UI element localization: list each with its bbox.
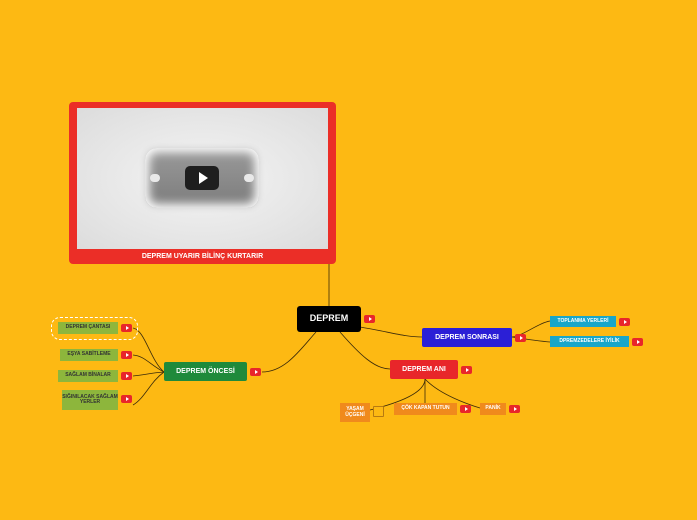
leaf-during-2[interactable]: ÇÖK KAPAN TUTUN: [394, 403, 457, 415]
leaf-after-2[interactable]: DPREMZEDELERE İYİLİK: [550, 336, 629, 347]
video-link-icon[interactable]: [121, 395, 132, 403]
link-before-item4: [132, 371, 165, 406]
video-link-icon[interactable]: [121, 372, 132, 380]
link-before-item1: [132, 327, 165, 373]
logo-dot-left: [150, 174, 160, 182]
root-node[interactable]: DEPREM: [297, 306, 361, 332]
video-link-icon[interactable]: [121, 351, 132, 359]
video-node[interactable]: DEPREM UYARIR BİLİNÇ KURTARIR: [69, 102, 336, 264]
video-player-icon: [145, 148, 259, 208]
leaf-after-1[interactable]: TOPLANMA YERLERİ: [550, 316, 616, 327]
video-caption: DEPREM UYARIR BİLİNÇ KURTARIR: [141, 253, 264, 260]
leaf-label: SAĞLAM BİNALAR: [65, 372, 111, 379]
branch-during-label: DEPREM ANI: [402, 365, 446, 373]
branch-during[interactable]: DEPREM ANI: [390, 360, 458, 379]
video-link-icon[interactable]: [509, 405, 520, 413]
video-link-icon[interactable]: [461, 366, 472, 374]
note-icon[interactable]: [373, 406, 384, 417]
leaf-before-2[interactable]: EŞYA SABİTLEME: [60, 349, 118, 361]
leaf-during-3[interactable]: PANİK: [480, 403, 506, 415]
leaf-label: DEPREM ÇANTASI: [65, 324, 111, 331]
link-root-during: [339, 331, 391, 370]
leaf-during-1[interactable]: YAŞAM ÜÇGENİ: [340, 403, 370, 422]
link-root-after: [359, 326, 423, 338]
link-during-item3: [424, 378, 481, 409]
link-before-item3: [132, 371, 165, 377]
root-label: DEPREM: [309, 313, 349, 324]
leaf-before-3[interactable]: SAĞLAM BİNALAR: [58, 370, 118, 382]
video-link-icon[interactable]: [515, 334, 526, 342]
leaf-label: EŞYA SABİTLEME: [67, 351, 111, 358]
play-icon[interactable]: [185, 166, 219, 190]
branch-after-label: DEPREM SONRASI: [435, 333, 499, 341]
video-thumbnail[interactable]: [77, 108, 328, 249]
leaf-label: DPREMZEDELERE İYİLİK: [559, 337, 620, 344]
leaf-label: SIĞINILACAK SAĞLAM YERLER: [62, 393, 118, 405]
selection-outline: [51, 317, 138, 340]
video-link-icon[interactable]: [460, 405, 471, 413]
leaf-before-1[interactable]: DEPREM ÇANTASI: [58, 322, 118, 334]
branch-before[interactable]: DEPREM ÖNCESİ: [164, 362, 247, 381]
leaf-label: YAŞAM ÜÇGENİ: [345, 406, 365, 418]
link-root-before: [261, 331, 317, 373]
video-link-icon[interactable]: [364, 315, 375, 323]
branch-after[interactable]: DEPREM SONRASI: [422, 328, 512, 347]
video-link-icon[interactable]: [121, 324, 132, 332]
video-link-icon[interactable]: [619, 318, 630, 326]
video-link-icon[interactable]: [632, 338, 643, 346]
link-before-item2: [132, 354, 165, 373]
leaf-label: ÇÖK KAPAN TUTUN: [401, 405, 450, 412]
leaf-label: PANİK: [485, 405, 501, 412]
branch-before-label: DEPREM ÖNCESİ: [176, 367, 235, 375]
video-link-icon[interactable]: [250, 368, 261, 376]
leaf-label: TOPLANMA YERLERİ: [557, 317, 609, 324]
leaf-before-4[interactable]: SIĞINILACAK SAĞLAM YERLER: [62, 390, 118, 410]
logo-dot-right: [244, 174, 254, 182]
